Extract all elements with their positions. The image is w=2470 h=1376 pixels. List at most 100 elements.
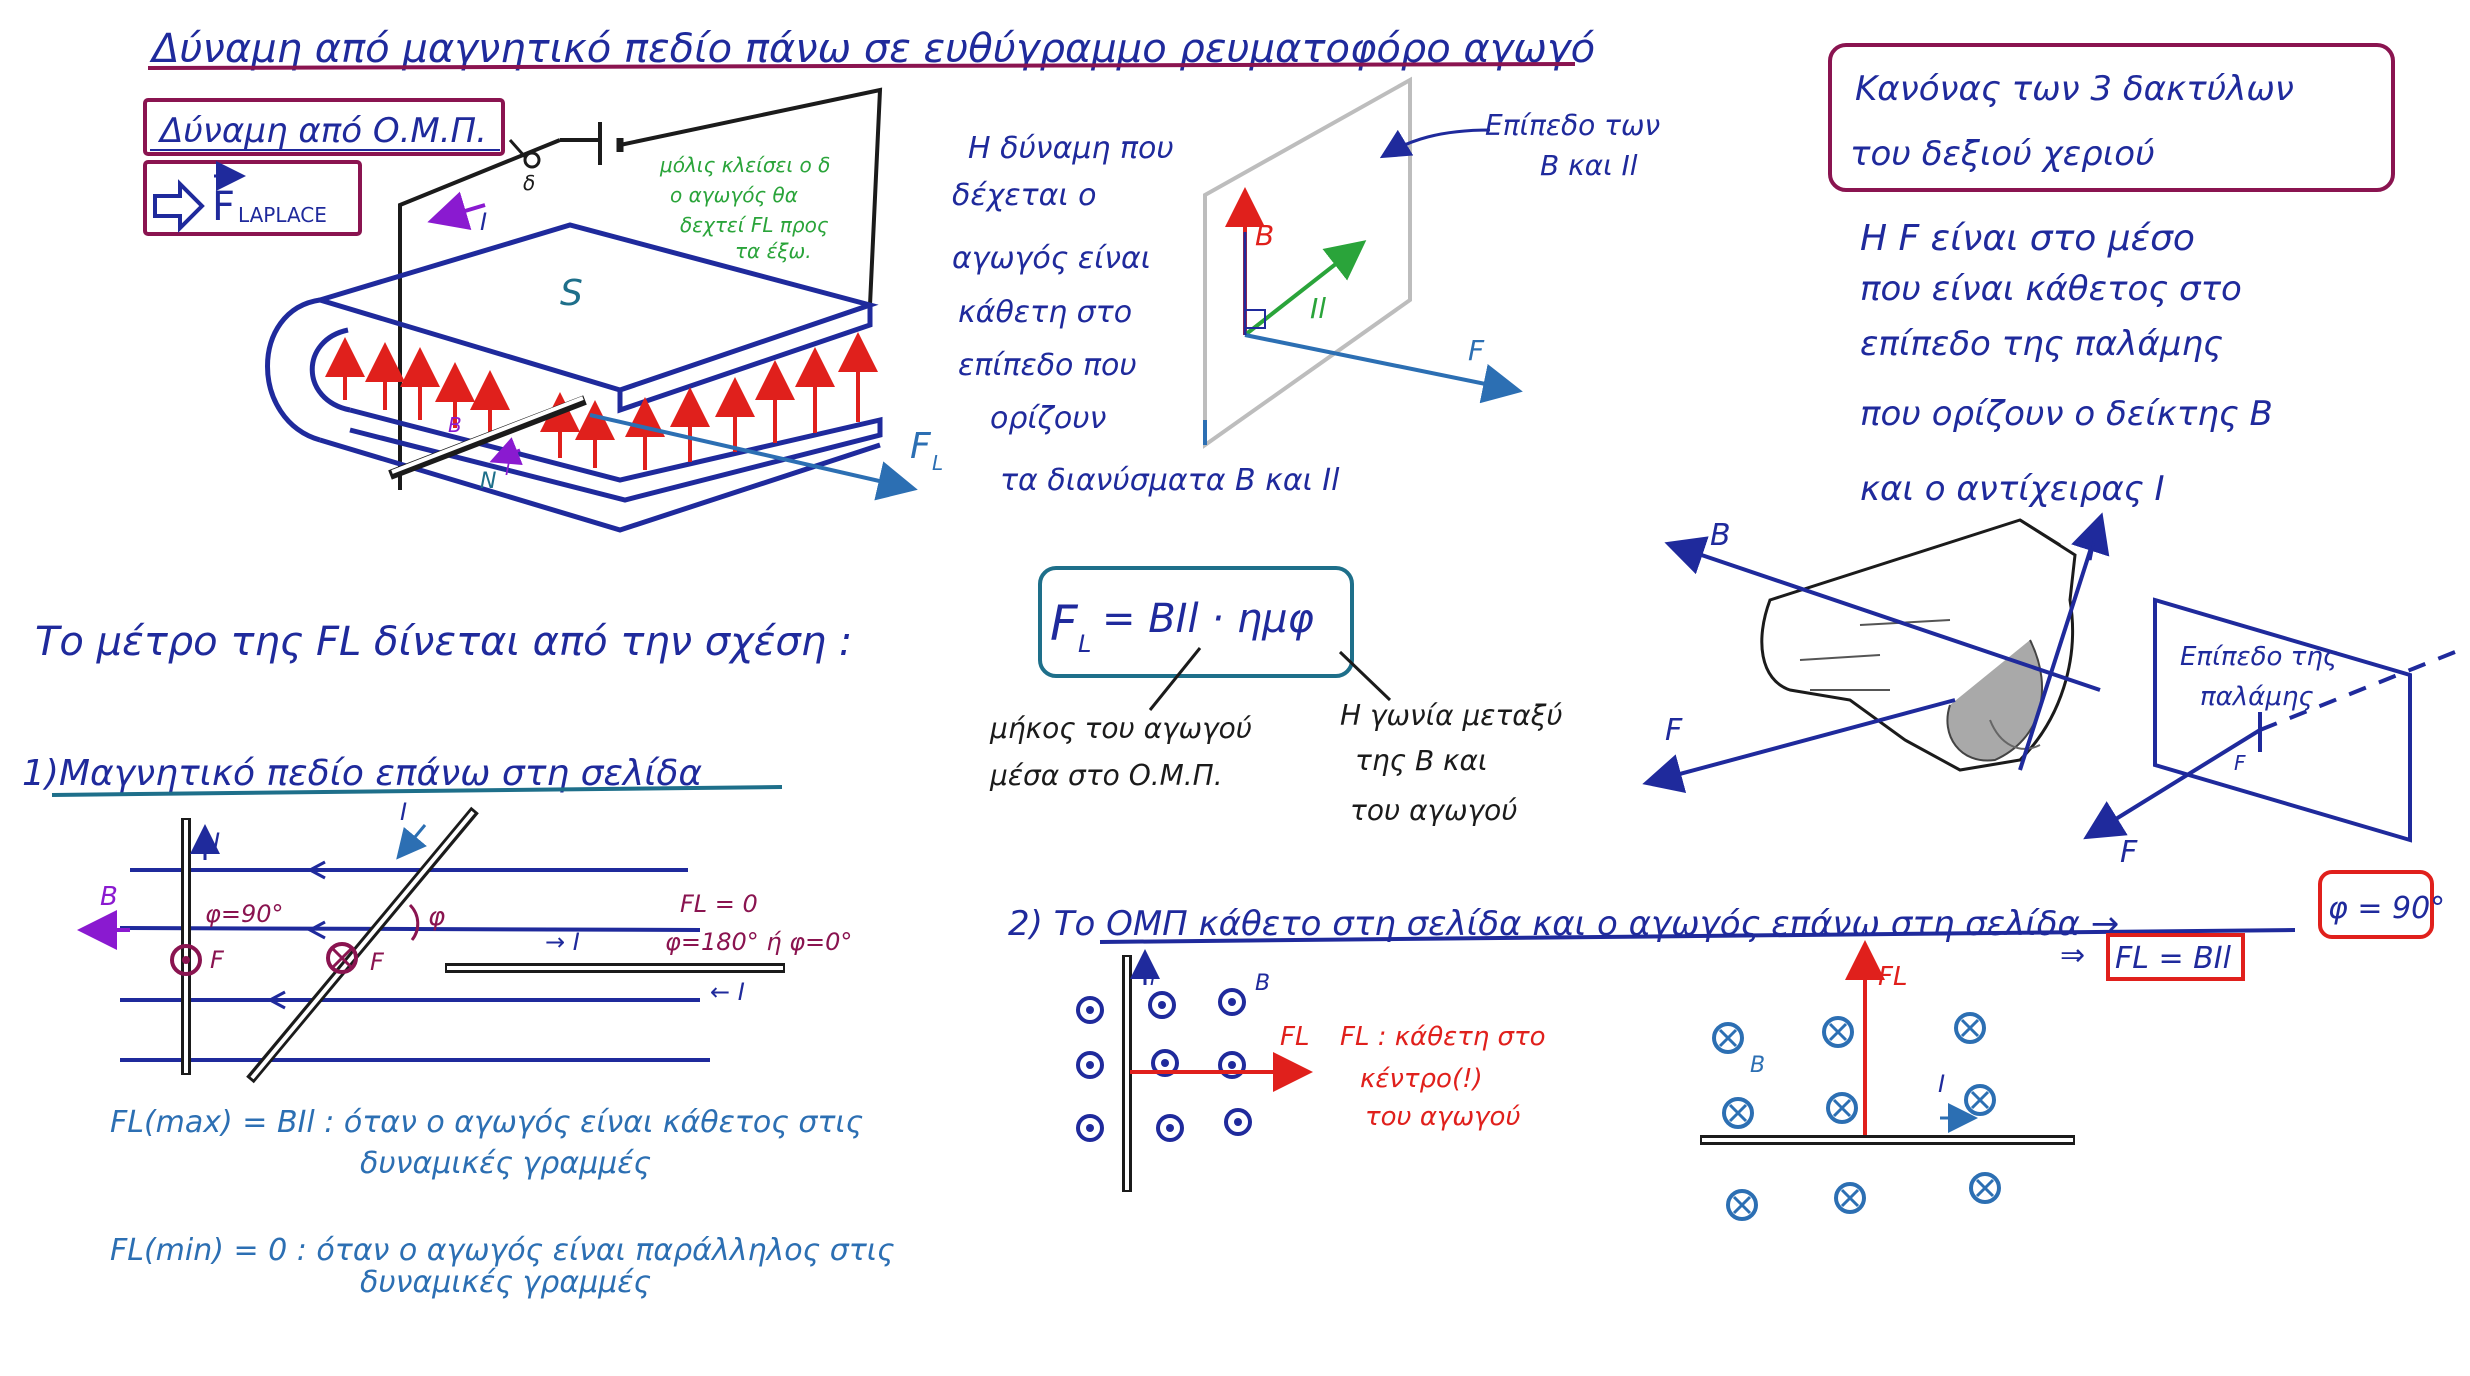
magnet-note-4: τα έξω. (735, 239, 812, 263)
magnet-diagram: δ I S N B (265, 87, 943, 533)
case2-b2-label: B (1750, 1053, 1765, 1078)
case1-max-2: δυναμικές γραμμές (360, 1146, 651, 1181)
case2-right-diagram: B FL I (1700, 940, 2075, 1221)
magnet-fl-sub: L (932, 451, 943, 475)
case1-i-left: ← I (710, 978, 745, 1006)
case1-fl-zero: FL = 0 (680, 890, 758, 918)
middle-text: Η δύναμη που δέχεται ο αγωγός είναι κάθε… (952, 131, 1340, 498)
case1-min-2: δυναμικές γραμμές (360, 1265, 651, 1300)
formula-f: F (1050, 596, 1079, 652)
magnet-note-3: δεχτεί FL προς (680, 213, 829, 237)
hand-f-axis (1642, 698, 1956, 794)
svg-text:τα διανύσματα B και Il: τα διανύσματα B και Il (1000, 463, 1340, 498)
case1-max-1: FL(max) = BIl : όταν ο αγωγός είναι κάθε… (110, 1105, 863, 1140)
case2-arrow: ⇒ (2060, 938, 2085, 973)
case1-min-1: FL(min) = 0 : όταν ο αγωγός είναι παράλλ… (110, 1233, 895, 1268)
case1-i-arrow: → I (545, 928, 580, 956)
plane-diagram: B Il F Επίπεδο των B και Il (1203, 76, 1660, 449)
case1-phi: φ (428, 902, 445, 932)
case2-fl-box (2106, 933, 2245, 981)
case1-fl-label-2: F (370, 948, 385, 976)
hand-b-axis (1664, 536, 2101, 692)
pole-s: S (560, 273, 583, 314)
plane-b-label: B (1255, 219, 1274, 252)
case2-left-diagram: I B FL (1076, 949, 1313, 1192)
palm-plane-label-2: παλάμης (2200, 682, 2314, 712)
magnet-note-1: μόλις κλείσει ο δ (659, 153, 830, 177)
hand-f-label: F (1665, 713, 1683, 748)
formula-length-2: μέσα στο Ο.Μ.Π. (989, 759, 1223, 792)
svg-text:κάθετη στο: κάθετη στο (958, 295, 1132, 330)
svg-text:ορίζουν: ορίζουν (990, 401, 1107, 436)
hand-icon (1760, 518, 2077, 772)
svg-text:επίπεδο της παλάμης: επίπεδο της παλάμης (1860, 324, 2223, 364)
case2-underline (1099, 928, 2296, 944)
laplace-arrow-icon (153, 179, 205, 233)
formula-intro: Το μέτρο της FL δίνεται από την σχέση : (35, 619, 852, 665)
laplace-sub: LAPLACE (238, 203, 327, 227)
formula-box (1038, 566, 1354, 678)
case1-diagram: B I φ=90° F I φ F FL = 0 φ=180° ή φ=0° →… (77, 798, 852, 1084)
formula-f-sub: L (1078, 630, 1091, 658)
svg-text:που είναι κάθετος στο: που είναι κάθετος στο (1860, 269, 2242, 309)
rule-text: Η F είναι στο μέσο που είναι κάθετος στο… (1860, 218, 2273, 509)
case2-phi-box (2318, 870, 2434, 939)
case2-note-2: κέντρο(!) (1360, 1064, 1483, 1094)
case2-fl2-label: FL (1878, 962, 1907, 992)
case2-fl-text: FL = BIl (2115, 941, 2232, 976)
laplace-f: F (212, 184, 235, 230)
pole-n: N (480, 469, 496, 494)
palm-center-f: F (2234, 751, 2246, 775)
subtitle-box (143, 98, 505, 156)
rule-box-line-1: Κανόνας των 3 δακτύλων (1855, 69, 2294, 109)
svg-text:Η δύναμη που: Η δύναμη που (968, 131, 1174, 166)
case1-underline (51, 785, 783, 797)
hand-b-label: B (1710, 518, 1731, 553)
svg-text:δέχεται ο: δέχεται ο (952, 178, 1096, 213)
formula-pointer-length (1148, 647, 1202, 711)
case2-i2-label: I (1938, 1070, 1945, 1098)
plane-il-label: Il (1310, 292, 1326, 325)
plane-label-1: Επίπεδο των (1485, 109, 1660, 142)
svg-text:αγωγός είναι: αγωγός είναι (952, 241, 1151, 276)
svg-text:Η F είναι στο μέσο: Η F είναι στο μέσο (1860, 218, 2195, 259)
case2-phi-text: φ = 90° (2328, 891, 2445, 926)
rule-box (1828, 43, 2395, 192)
case1-i-label: I (213, 828, 220, 856)
case2-fl-label: FL (1280, 1022, 1309, 1052)
rod-current-label: I (505, 459, 510, 480)
case2-note-3: του αγωγού (1365, 1102, 1521, 1132)
palm-plane-label-1: Επίπεδο της (2180, 642, 2338, 672)
case1-diag-i-label: I (400, 798, 407, 826)
magnet-fl-label: F (910, 426, 932, 467)
svg-text:που ορίζουν ο δείκτης B: που ορίζουν ο δείκτης B (1860, 394, 2273, 434)
magnet-b-label: B (448, 413, 462, 437)
top-current-label: I (480, 208, 487, 236)
title-underline (147, 62, 1576, 70)
hand-i-label: I (2088, 534, 2096, 567)
laplace-box (143, 160, 362, 236)
formula-rest: = BIl · ημφ (1102, 596, 1314, 642)
case2-note-1: FL : κάθετη στο (1340, 1022, 1546, 1052)
magnet-note-2: ο αγωγός θα (670, 183, 798, 207)
rule-box-line-2: του δεξιού χεριού (1850, 134, 2155, 174)
formula-angle-2: της B και (1355, 744, 1487, 777)
palm-plane-diagram: Επίπεδο της παλάμης F F (2083, 597, 2456, 870)
case1-fl-label-1: F (210, 946, 225, 974)
subtitle: Δύναμη από Ο.Μ.Π. (157, 111, 487, 151)
formula-angle-3: του αγωγού (1350, 794, 1517, 827)
formula-angle-1: Η γωνία μεταξύ (1340, 699, 1563, 732)
case2-i-label: I (1150, 966, 1156, 990)
plane-label-2: B και Il (1540, 149, 1638, 182)
formula-length-1: μήκος του αγωγού (989, 712, 1252, 745)
palm-f-label: F (2120, 835, 2138, 870)
case1-phi90: φ=90° (205, 900, 283, 928)
switch-label: δ (523, 171, 535, 195)
case1-phi180: φ=180° ή φ=0° (665, 928, 852, 956)
plane-f-label: F (1468, 334, 1485, 367)
svg-text:επίπεδο που: επίπεδο που (958, 348, 1137, 383)
case1-b-label: B (100, 882, 118, 912)
svg-text:και ο αντίχειρας I: και ο αντίχειρας I (1860, 469, 2165, 509)
formula-pointer-angle (1338, 650, 1392, 702)
